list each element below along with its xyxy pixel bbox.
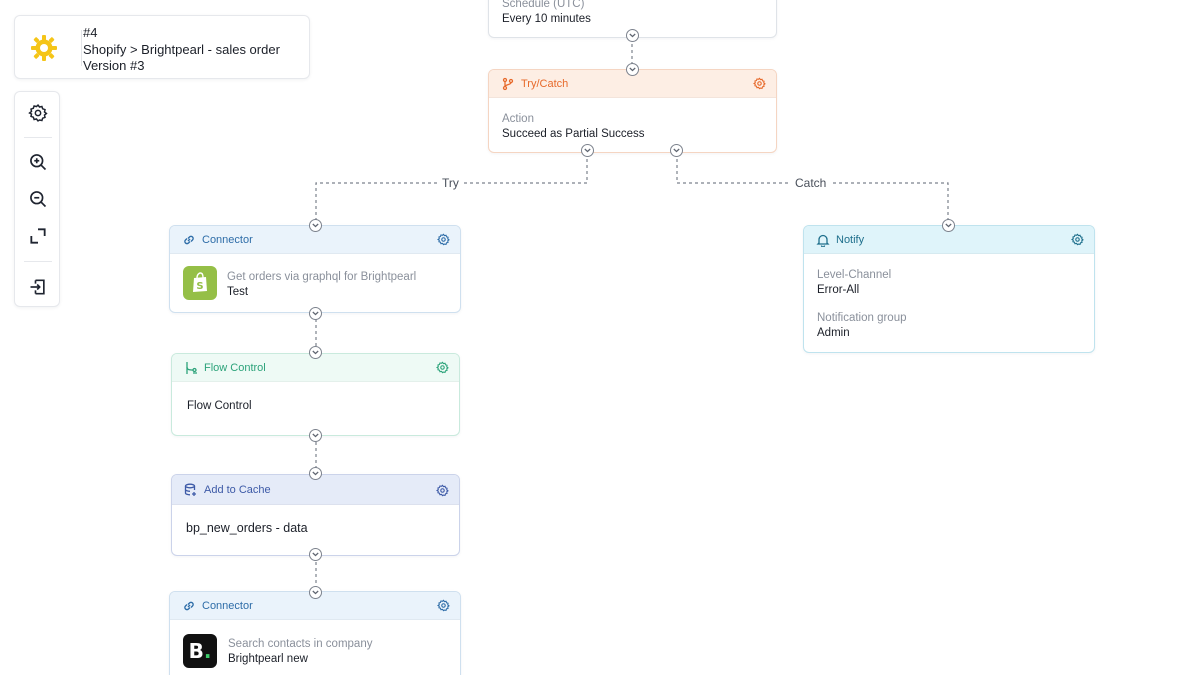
exit-button[interactable]	[26, 275, 50, 299]
link-icon	[182, 599, 196, 613]
level-channel-value: Error-All	[817, 284, 860, 296]
notification-group-value: Admin	[817, 327, 850, 339]
app-logo-icon	[31, 35, 57, 61]
node-title: Try/Catch	[521, 77, 569, 90]
exit-icon	[30, 279, 45, 295]
output-port-chevron-icon[interactable]	[309, 548, 322, 561]
connector-action-label: Get orders via graphql for Brightpearl	[227, 271, 417, 283]
settings-button[interactable]	[26, 101, 50, 125]
zoom-out-icon	[30, 191, 47, 208]
schedule-value: Every 10 minutes	[502, 13, 591, 25]
flow-control-node[interactable]: Flow Control Flow Control	[171, 353, 460, 436]
toolbar-divider	[24, 137, 52, 138]
connector-node[interactable]: Connector S Get orders via graphql for B…	[169, 225, 461, 313]
svg-text:S: S	[196, 281, 203, 292]
flow-version: Version #3	[83, 58, 145, 73]
flow-name: Shopify > Brightpearl - sales order	[83, 41, 280, 57]
input-port-chevron-icon[interactable]	[626, 63, 639, 76]
catch-output-port-chevron-icon[interactable]	[670, 144, 683, 157]
flow-branch-icon	[184, 361, 198, 375]
header-divider	[81, 30, 82, 66]
canvas-toolbar	[14, 91, 60, 307]
connector-action-label: Search contacts in company	[228, 638, 373, 650]
notify-node[interactable]: Notify Level-Channel Error-All Notificat…	[803, 225, 1095, 353]
add-to-cache-node[interactable]: Add to Cache bp_new_orders - data	[171, 474, 460, 556]
node-settings-gear-icon[interactable]	[437, 233, 450, 246]
connector-account-value: Test	[227, 286, 249, 298]
action-label: Action	[502, 113, 534, 125]
notification-group-label: Notification group	[817, 312, 907, 324]
fit-screen-icon	[30, 228, 46, 244]
toolbar-divider	[24, 261, 52, 262]
connector-account-value: Brightpearl new	[228, 653, 308, 665]
zoom-in-button[interactable]	[26, 150, 50, 174]
input-port-chevron-icon[interactable]	[309, 467, 322, 480]
input-port-chevron-icon[interactable]	[309, 346, 322, 359]
flow-control-value: Flow Control	[187, 400, 252, 412]
input-port-chevron-icon[interactable]	[942, 219, 955, 232]
node-settings-gear-icon[interactable]	[1071, 233, 1084, 246]
branch-icon	[501, 77, 515, 91]
node-title: Notify	[836, 233, 865, 246]
try-output-port-chevron-icon[interactable]	[581, 144, 594, 157]
flow-header: #4 Shopify > Brightpearl - sales order V…	[14, 15, 310, 79]
gear-icon	[28, 103, 48, 122]
node-title: Connector	[202, 233, 253, 246]
node-settings-gear-icon[interactable]	[436, 361, 449, 374]
action-value: Succeed as Partial Success	[502, 128, 645, 140]
zoom-out-button[interactable]	[26, 187, 50, 211]
input-port-chevron-icon[interactable]	[309, 219, 322, 232]
output-port-chevron-icon[interactable]	[309, 429, 322, 442]
connector-node[interactable]: Connector B. Search contacts in company …	[169, 591, 461, 675]
flow-number: #4	[83, 25, 98, 40]
output-port-chevron-icon[interactable]	[626, 29, 639, 42]
node-title: Add to Cache	[204, 483, 271, 496]
schedule-label: Schedule (UTC)	[502, 0, 585, 10]
cache-value: bp_new_orders - data	[186, 521, 308, 535]
brightpearl-dot: .	[203, 639, 212, 663]
fit-screen-button[interactable]	[26, 224, 50, 248]
try-catch-node[interactable]: Try/Catch Action Succeed as Partial Succ…	[488, 69, 777, 153]
level-channel-label: Level-Channel	[817, 269, 892, 281]
input-port-chevron-icon[interactable]	[309, 586, 322, 599]
brightpearl-icon: B.	[183, 634, 217, 668]
node-settings-gear-icon[interactable]	[436, 484, 449, 497]
bell-icon	[816, 233, 830, 247]
node-settings-gear-icon[interactable]	[753, 77, 766, 90]
link-icon	[182, 233, 196, 247]
node-title: Connector	[202, 599, 253, 612]
catch-branch-label: Catch	[791, 176, 831, 190]
try-branch-label: Try	[438, 176, 463, 190]
shopify-icon: S	[183, 266, 217, 300]
brightpearl-letter: B	[188, 639, 204, 663]
node-settings-gear-icon[interactable]	[437, 599, 450, 612]
node-title: Flow Control	[204, 361, 266, 374]
database-icon	[184, 483, 198, 497]
zoom-in-icon	[30, 154, 47, 171]
output-port-chevron-icon[interactable]	[309, 307, 322, 320]
